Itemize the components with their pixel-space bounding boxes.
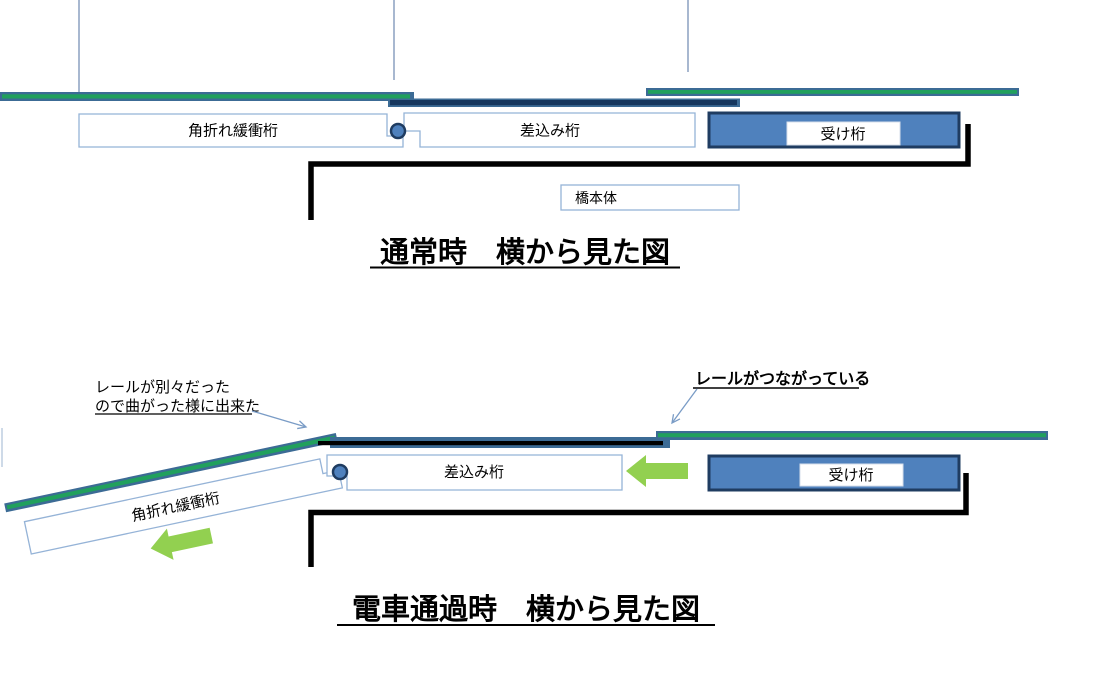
- insert-girder-label: 差込み桁: [520, 123, 580, 140]
- receive-girder-label: 受け桁: [828, 467, 873, 484]
- annotation-rails-separate-line2: ので曲がった様に出来た: [95, 398, 260, 415]
- bridge-body-label: 橋本体: [575, 190, 617, 206]
- insert-girder-label-box: [326, 454, 623, 491]
- annotation-arrow: [251, 410, 308, 430]
- bridge-body-label-box: [560, 184, 740, 211]
- buffer-girder-label: 角折れ緩衝桁: [188, 123, 278, 140]
- annotation-rails-separate-line1: レールが別々だった: [95, 379, 230, 396]
- rail-right: [656, 431, 1048, 440]
- tilted-buffer-assembly: 角折れ緩衝桁: [4, 433, 344, 555]
- rail-green-stripe: [658, 433, 1046, 438]
- insert-girder-rail: [318, 437, 670, 448]
- normal-state-title: 通常時 横から見た図: [380, 236, 670, 269]
- motion-arrow: [150, 527, 213, 560]
- motion-arrow-left: [626, 455, 688, 487]
- annotation-rails-connected: レールがつながっている: [695, 369, 870, 388]
- rail-green-stripe: [648, 90, 1017, 94]
- bridge-body-outline: [308, 473, 969, 567]
- normal-state-diagram: 角折れ緩衝桁 差込み桁 受け桁 橋本体 通常時 横から見た図: [0, 0, 1019, 269]
- passing-state-title: 電車通過時 横から見た図: [352, 593, 700, 626]
- annotation-arrow: [671, 388, 698, 425]
- rail-green-stripe: [6, 435, 336, 510]
- insert-girder-label: 差込み桁: [444, 464, 504, 481]
- insert-girder-rail: [388, 98, 740, 107]
- rail-right: [646, 88, 1019, 96]
- rail-dark-core: [390, 100, 737, 106]
- bridge-body-outline: [308, 124, 971, 220]
- hinge-pin: [389, 122, 407, 140]
- receive-girder-label-box: [786, 121, 901, 146]
- rail-green-stripe: [2, 94, 410, 99]
- rail-dark-core: [318, 441, 663, 446]
- rail-left: [0, 92, 414, 101]
- passing-state-diagram: レールが別々だった ので曲がった様に出来た レールがつながっている 角折れ緩衝桁…: [1, 369, 1048, 626]
- receive-girder-label: 受け桁: [820, 126, 865, 143]
- hinge-pin: [331, 463, 349, 481]
- motion-arrow-tilted: [150, 527, 213, 560]
- receive-girder-label-box: [799, 463, 904, 487]
